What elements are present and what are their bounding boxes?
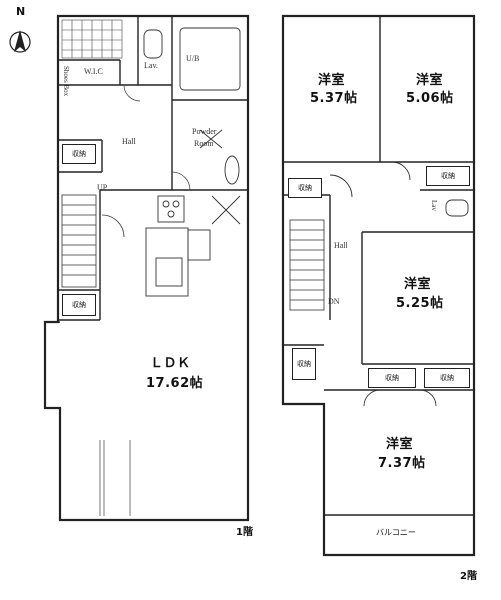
storage-stairs-f1: 収納 xyxy=(62,294,96,316)
compass xyxy=(9,30,31,53)
lav-label-f1: Lav. xyxy=(144,61,158,70)
floor1-window-rail xyxy=(99,440,131,516)
storage-hall-f1: 収納 xyxy=(62,144,96,164)
storage-f2-5: 収納 xyxy=(424,368,470,388)
floor2-walls xyxy=(283,16,474,516)
floor2-label: 2階 xyxy=(460,571,477,582)
floor2-outline xyxy=(281,14,476,557)
dn-label: DN xyxy=(328,297,340,306)
wic-label: W.I.C xyxy=(84,67,103,76)
north-label: N xyxy=(16,5,26,18)
room-b-name: 洋室 xyxy=(416,73,444,88)
ub-label: U/B xyxy=(186,54,200,63)
storage-f2-2: 収納 xyxy=(426,166,470,186)
floor2-stairs xyxy=(289,219,325,311)
powder-room-label-1: Powder xyxy=(192,127,217,136)
room-a-size: 5.37帖 xyxy=(310,91,358,106)
floor1-tile-grid xyxy=(61,19,123,59)
balcony-label: バルコニー xyxy=(376,528,416,537)
storage-f2-4: 収納 xyxy=(368,368,416,388)
ldk-size: 17.62帖 xyxy=(146,376,204,391)
room-d-name: 洋室 xyxy=(386,437,414,452)
hall-label-f2: Hall xyxy=(334,241,348,250)
floor1-fixtures xyxy=(143,27,241,297)
floor1-stairs xyxy=(61,194,97,288)
storage-f2-3: 収納 xyxy=(292,348,316,380)
hall-label-f1: Hall xyxy=(122,137,136,146)
ldk-name: ＬＤＫ xyxy=(150,356,191,371)
up-label: UP xyxy=(97,183,108,192)
floor1-walls xyxy=(58,16,248,323)
floor2-fixtures xyxy=(329,161,469,407)
room-b-size: 5.06帖 xyxy=(406,91,454,106)
floor1-outline xyxy=(43,14,250,522)
room-a-name: 洋室 xyxy=(318,73,346,88)
room-d-size: 7.37帖 xyxy=(378,456,426,471)
floor1-label: 1階 xyxy=(236,527,253,538)
room-c-size: 5.25帖 xyxy=(396,296,444,311)
lav-label-f2: Lav xyxy=(430,200,438,211)
floor1-doors xyxy=(101,84,191,238)
storage-f2-1: 収納 xyxy=(288,178,322,198)
shoes-box-label: Shoes Box xyxy=(62,66,70,97)
powder-room-label-2: Room xyxy=(194,139,214,148)
room-c-name: 洋室 xyxy=(404,277,432,292)
